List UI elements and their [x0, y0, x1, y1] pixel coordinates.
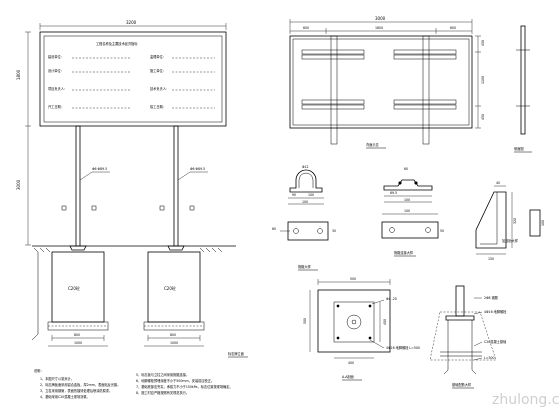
- back-right-dim-2: 1100: [481, 76, 485, 84]
- back-right-dim-3: 450: [481, 114, 485, 120]
- bracket-dim-4: 100: [541, 220, 545, 226]
- main-elevation: 3200 工程名称及主要技术经济指标 建设单位： 监理单位： 设计单位： 施工单…: [16, 20, 248, 358]
- sign-row-3-right: 技术负责人：: [150, 86, 169, 91]
- foundation-title: 基础配筋大样: [452, 382, 472, 387]
- base-plate-dim-1: 500: [350, 277, 356, 281]
- sign-row-1-right: 监理单位：: [150, 54, 166, 59]
- sign-row-3-left: 项目负责人：: [48, 86, 67, 91]
- base-left-label: C20砼: [68, 285, 80, 291]
- foundation-label-c: C20混凝土基础: [484, 339, 506, 344]
- back-width-part-3: 600: [450, 26, 456, 30]
- base-plate-title: A-A剖面: [342, 374, 354, 379]
- elevation-title: 标志牌立面: [228, 351, 244, 356]
- base-plate-label: Φ4 -20: [386, 297, 397, 301]
- base-left-dim-1: 800: [74, 333, 80, 337]
- foundation-label-b: 4Φ16 地脚螺栓: [484, 309, 507, 314]
- note-a-4: 4、基础采用C20混凝土现场浇筑。: [40, 394, 90, 399]
- clamp-a-dim-6: 30: [332, 229, 336, 233]
- notes-heading: 说明：: [34, 368, 44, 373]
- clamp-b-dim-3: 100: [404, 198, 410, 202]
- base-plate-bolt-label: 4Φ16 地脚螺栓 L=500: [386, 345, 420, 350]
- base-plate-dim-2: 500: [303, 318, 307, 324]
- notes: 说明： 1、本图尺寸以毫米计。 2、标志牌板面采用铝合金板，厚2mm，表面贴反光…: [34, 368, 233, 399]
- note-a-1: 1、本图尺寸以毫米计。: [40, 376, 74, 381]
- foundation-label-a: 2Φ8 钢筋: [484, 295, 498, 300]
- top-width-label: 3200: [126, 20, 137, 25]
- clamp-b-title: 抱箍连接大样: [394, 250, 414, 255]
- sign-row-4-right: 竣工日期：: [150, 104, 166, 109]
- clamp-a-dim-2: 90: [292, 193, 296, 197]
- clamp-b-dim-2: 69.5: [390, 191, 397, 195]
- board-height-label: 1800: [16, 69, 21, 80]
- base-plate-dim-3: 400: [348, 361, 354, 365]
- clamp-b-detail: 60 69.5 100 100 50 抱箍连接大样: [381, 167, 444, 257]
- back-right-dim-1: 450: [481, 40, 485, 46]
- back-view: 3000 600 1800 600 450 1100 450 背面示意: [289, 16, 485, 149]
- sign-row-1-left: 建设单位：: [48, 54, 64, 59]
- foundation-detail: 2Φ8 钢筋 4Φ16 地脚螺栓 C20混凝土基础 L=500 基础配筋大样: [429, 285, 507, 389]
- clamp-a-detail: Φ12 90 100 100 60 30 抱箍大样: [272, 165, 336, 271]
- foundation-label-d: L=500: [484, 356, 495, 360]
- bracket-dim-3: 150: [488, 257, 494, 261]
- note-b-2: 6、地脚螺栓预埋深度不小于500mm，安装前应校正。: [136, 378, 214, 383]
- base-right-label: C20砼: [164, 285, 176, 291]
- watermark-text: zhulong.com: [492, 392, 560, 408]
- clamp-b-dim-5: 50: [440, 229, 444, 233]
- pole-right-label: Φ6 Φ89.5: [190, 167, 205, 171]
- base-left-dim-2: 1000: [74, 341, 82, 345]
- clamp-a-dim-5: 60: [272, 227, 276, 231]
- bracket-dim-1: 40: [496, 181, 500, 185]
- base-right-dim-2: 1000: [170, 341, 178, 345]
- bracket-dim-2: 320: [513, 218, 517, 224]
- clamp-a-title: 抱箍大样: [298, 264, 312, 269]
- clamp-b-dim-4: 100: [404, 209, 410, 213]
- pole-left-label: Φ6 Φ89.5: [92, 167, 107, 171]
- sign-row-2-left: 设计单位：: [48, 68, 64, 73]
- sign-board-title: 工程名称及主要技术经济指标: [96, 41, 138, 46]
- sign-row-4-left: 开工日期：: [48, 104, 64, 109]
- note-a-3: 3、立柱采用钢管，表面热镀锌处理后喷涂防腐漆。: [40, 388, 112, 393]
- bracket-title: 加劲肋大样: [502, 238, 519, 243]
- base-plate-detail: 500 500 400 400 Φ4 -20 4Φ16 地脚螺栓 L=500 A…: [303, 277, 420, 381]
- side-view: 侧面图: [514, 25, 532, 153]
- sign-row-2-right: 施工单位：: [150, 68, 166, 73]
- bracket-detail: 40 320 150 100 加劲肋大样: [475, 181, 545, 261]
- back-width-part-2: 1800: [375, 26, 383, 30]
- note-b-1: 5、标志板与立柱之间采用抱箍连接。: [136, 372, 189, 377]
- clamp-b-dim-1: 60: [404, 167, 408, 171]
- sign-board-rows: 建设单位： 监理单位： 设计单位： 施工单位： 项目负责人： 技术负责人： 开工…: [48, 54, 169, 109]
- note-a-2: 2、标志牌板面采用铝合金板，厚2mm，表面贴反光膜。: [40, 382, 120, 387]
- note-b-4: 8、施工时应严格按照有关规范执行。: [136, 390, 189, 395]
- back-width-total: 3000: [375, 16, 386, 21]
- back-view-title: 背面示意: [366, 142, 379, 147]
- base-plate-dim-4: 400: [383, 319, 387, 325]
- pole-height-label: 3000: [16, 179, 21, 190]
- back-width-part-1: 600: [303, 26, 309, 30]
- clamp-a-dim-1: Φ12: [302, 165, 309, 169]
- side-view-title: 侧面图: [514, 146, 524, 151]
- note-b-3: 7、基础底部应夯实，承载力不小于150kPa，标志位置按现场确定。: [136, 384, 233, 389]
- clamp-a-dim-3: 100: [308, 193, 314, 197]
- clamp-a-dim-4: 100: [302, 200, 308, 204]
- base-right-dim-1: 800: [170, 333, 176, 337]
